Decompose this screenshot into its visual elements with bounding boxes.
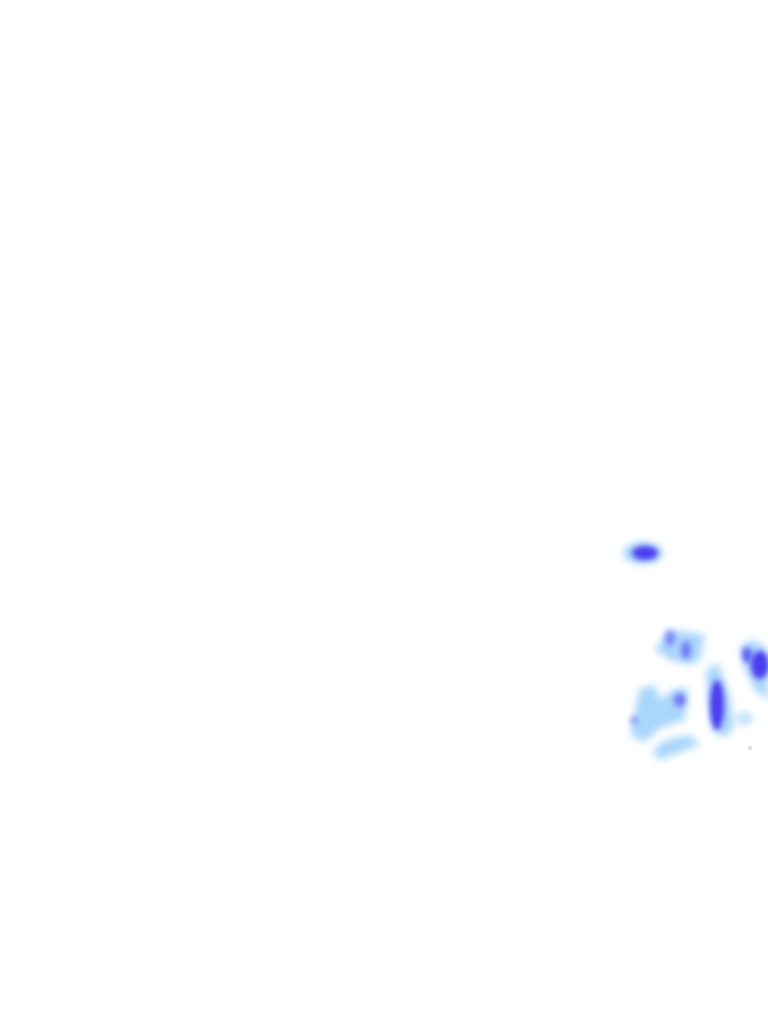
precip-light [735,710,755,728]
precip-heavy [665,630,675,646]
precip-light [652,735,700,760]
precip-heavy [630,715,638,725]
precip-light [630,685,688,742]
precip-heavy [681,641,691,659]
precip-cluster [630,630,768,760]
precip-heavy [632,546,658,560]
precip-heavy [751,651,768,679]
precip-heavy [742,647,752,663]
precip-cell-isolated [623,542,663,564]
precip-light [748,746,752,750]
precip-heavy [710,680,724,730]
precip-light [655,630,705,665]
precip-heavy [674,693,686,707]
